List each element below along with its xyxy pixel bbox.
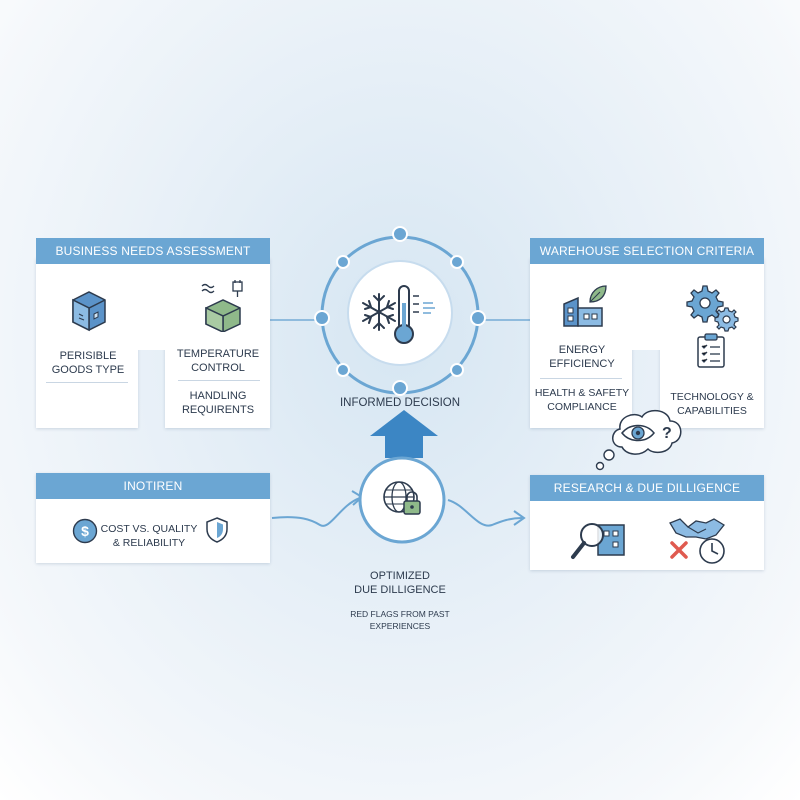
red-flags-label: RED FLAGS FROM PAST EXPERIENCES	[350, 609, 450, 631]
left-flow-arrow	[271, 497, 361, 527]
magnifier-building-icon	[570, 517, 630, 568]
left-divider	[46, 382, 128, 383]
up-arrow-icon	[370, 410, 438, 458]
informed-decision-label: INFORMED DECISION	[339, 397, 461, 409]
health-safety-label: HEALTH & SAFETY COMPLIANCE	[534, 387, 630, 413]
shield-icon	[205, 516, 229, 549]
research-header: RESEARCH & DUE DILLIGENCE	[530, 475, 764, 501]
energy-efficiency-label: ENERGY EFFICIENCY	[549, 344, 615, 370]
clipboard-icon	[696, 333, 726, 374]
optimized-due-diligence-label: OPTIMIZED DUE DILLIGENCE	[354, 570, 446, 596]
warehouse-header: WAREHOUSE SELECTION CRITERIA	[530, 238, 764, 264]
perishable-goods-label: PERISIBLE GOODS TYPE	[51, 350, 125, 376]
dollar-icon: $	[72, 518, 98, 549]
box-icon	[70, 288, 108, 337]
right-divider	[178, 380, 260, 381]
temperature-box-icon	[200, 278, 250, 337]
warehouse-left-divider	[540, 378, 622, 379]
temperature-control-label: TEMPERATURE CONTROL	[176, 348, 260, 374]
handshake-clock-icon	[666, 513, 730, 570]
technology-capabilities-label: TECHNOLOGY & CAPABILITIES	[670, 391, 754, 417]
ring-nodes	[314, 226, 486, 396]
cost-quality-label: COST VS. QUALITY & RELIABILITY	[100, 523, 198, 549]
right-flow-arrow	[447, 499, 523, 527]
svg-text:?: ?	[662, 425, 672, 442]
gears-icon	[685, 282, 741, 339]
green-building-icon	[560, 284, 608, 333]
inotiren-header: INOTIREN	[36, 473, 270, 499]
snowflake-thermometer-icon	[345, 258, 455, 373]
svg-text:$: $	[81, 523, 89, 539]
thought-eye-icon: ?	[608, 407, 684, 464]
business-needs-header: BUSINESS NEEDS ASSESSMENT	[36, 238, 270, 264]
globe-lock-icon	[357, 455, 447, 550]
handling-requirements-label: HANDLING REQUIRENTS	[181, 390, 255, 416]
